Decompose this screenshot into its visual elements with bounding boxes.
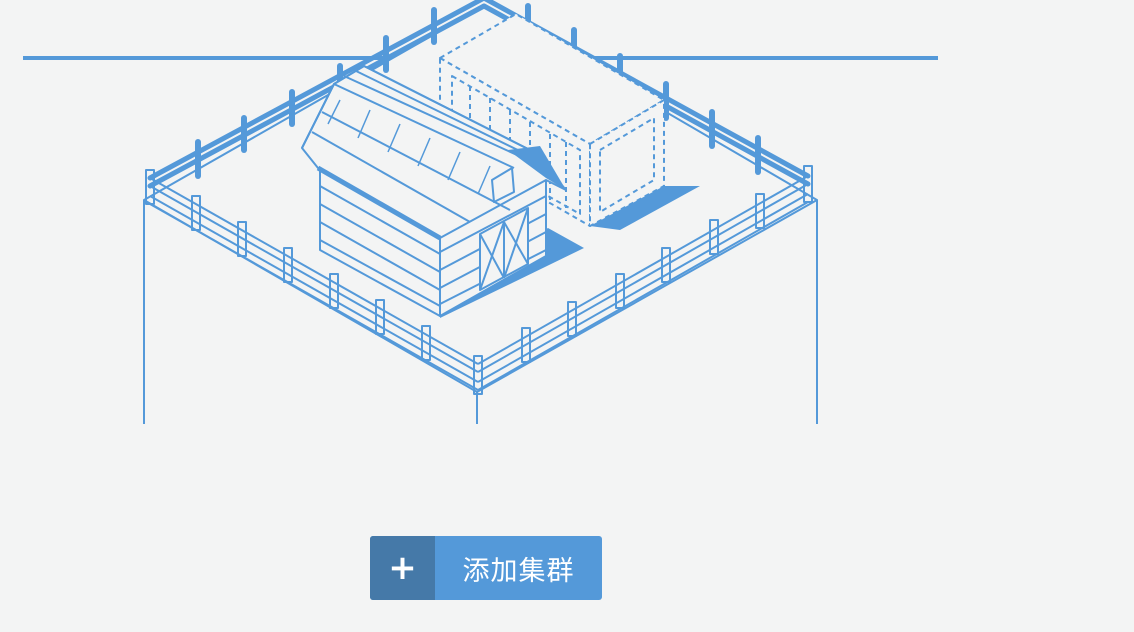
barn xyxy=(301,65,584,318)
add-cluster-label: 添加集群 xyxy=(462,555,575,587)
front-fence-posts xyxy=(145,165,813,395)
container-shadow xyxy=(590,186,700,230)
add-cluster-button[interactable]: + 添加集群 xyxy=(370,536,602,600)
front-fence xyxy=(149,175,809,391)
plus-icon: + xyxy=(370,536,435,600)
farm-illustration xyxy=(23,0,938,424)
